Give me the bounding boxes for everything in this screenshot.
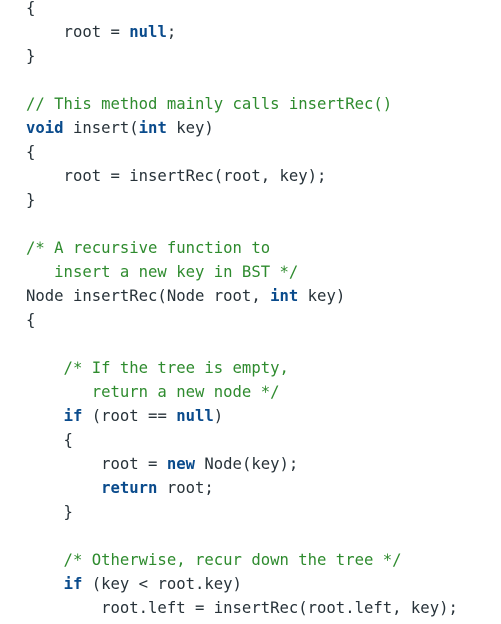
code-text: }	[26, 503, 73, 521]
code-text: {	[26, 431, 73, 449]
code-comment: return a new node */	[26, 383, 280, 401]
code-text: root =	[26, 455, 167, 473]
code-text: key)	[166, 119, 214, 137]
code-line: {	[26, 0, 458, 20]
code-text: ;	[166, 23, 177, 41]
code-text: {	[26, 311, 36, 329]
code-line: ​	[26, 68, 458, 92]
code-text: }	[26, 191, 36, 209]
code-comment: /* Otherwise, recur down the tree */	[26, 551, 402, 569]
code-keyword: if	[63, 575, 83, 593]
code-comment: /* If the tree is empty,	[26, 359, 289, 377]
code-line: if (root == null)	[26, 404, 458, 428]
code-line: root.left = insertRec(root.left, key);	[26, 596, 458, 620]
code-text: Node(key);	[195, 455, 299, 473]
code-keyword: int	[270, 287, 299, 305]
code-keyword: int	[138, 119, 167, 137]
code-keyword: null	[176, 407, 214, 425]
code-line: // This method mainly calls insertRec()	[26, 92, 458, 116]
code-text	[26, 407, 64, 425]
code-text: root =	[26, 23, 130, 41]
code-line: /* If the tree is empty,	[26, 356, 458, 380]
code-line: /* Otherwise, recur down the tree */	[26, 548, 458, 572]
code-line: }	[26, 500, 458, 524]
code-text: key)	[298, 287, 346, 305]
code-line: /* A recursive function to	[26, 236, 458, 260]
code-text: {	[26, 0, 36, 17]
code-line: root = new Node(key);	[26, 452, 458, 476]
code-comment: /* A recursive function to	[26, 239, 271, 257]
code-text: )	[213, 407, 224, 425]
code-text: {	[26, 143, 36, 161]
code-line: insert a new key in BST */	[26, 260, 458, 284]
code-text: root = insertRec(root, key);	[26, 167, 327, 185]
code-line: return a new node */	[26, 380, 458, 404]
code-comment: // This method mainly calls insertRec()	[26, 95, 393, 113]
code-line: Node insertRec(Node root, int key)	[26, 284, 458, 308]
code-keyword: new	[166, 455, 195, 473]
code-line: root = null;	[26, 20, 458, 44]
code-text	[26, 575, 64, 593]
code-line: }	[26, 44, 458, 68]
code-text: root;	[157, 479, 214, 497]
code-line: ​	[26, 332, 458, 356]
code-line: if (key < root.key)	[26, 572, 458, 596]
code-line: ​	[26, 212, 458, 236]
code-line: ​	[26, 524, 458, 548]
code-text: (key < root.key)	[82, 575, 242, 593]
code-line: void insert(int key)	[26, 116, 458, 140]
code-keyword: if	[63, 407, 83, 425]
code-line: }	[26, 188, 458, 212]
code-block: { root = null;} ​ // This method mainly ca…	[26, 0, 458, 620]
code-line: return root;	[26, 476, 458, 500]
code-text: root.left = insertRec(root.left, key);	[26, 599, 458, 617]
code-line: root = insertRec(root, key);	[26, 164, 458, 188]
code-line: {	[26, 140, 458, 164]
code-keyword: void	[26, 119, 64, 137]
code-text: Node insertRec(Node root,	[26, 287, 271, 305]
code-comment: insert a new key in BST */	[26, 263, 299, 281]
code-line: {	[26, 428, 458, 452]
code-text: }	[26, 47, 36, 65]
code-text	[26, 479, 101, 497]
code-line: {	[26, 308, 458, 332]
code-keyword: return	[101, 479, 158, 497]
code-keyword: null	[129, 23, 167, 41]
code-text: insert(	[63, 119, 139, 137]
code-text: (root ==	[82, 407, 177, 425]
